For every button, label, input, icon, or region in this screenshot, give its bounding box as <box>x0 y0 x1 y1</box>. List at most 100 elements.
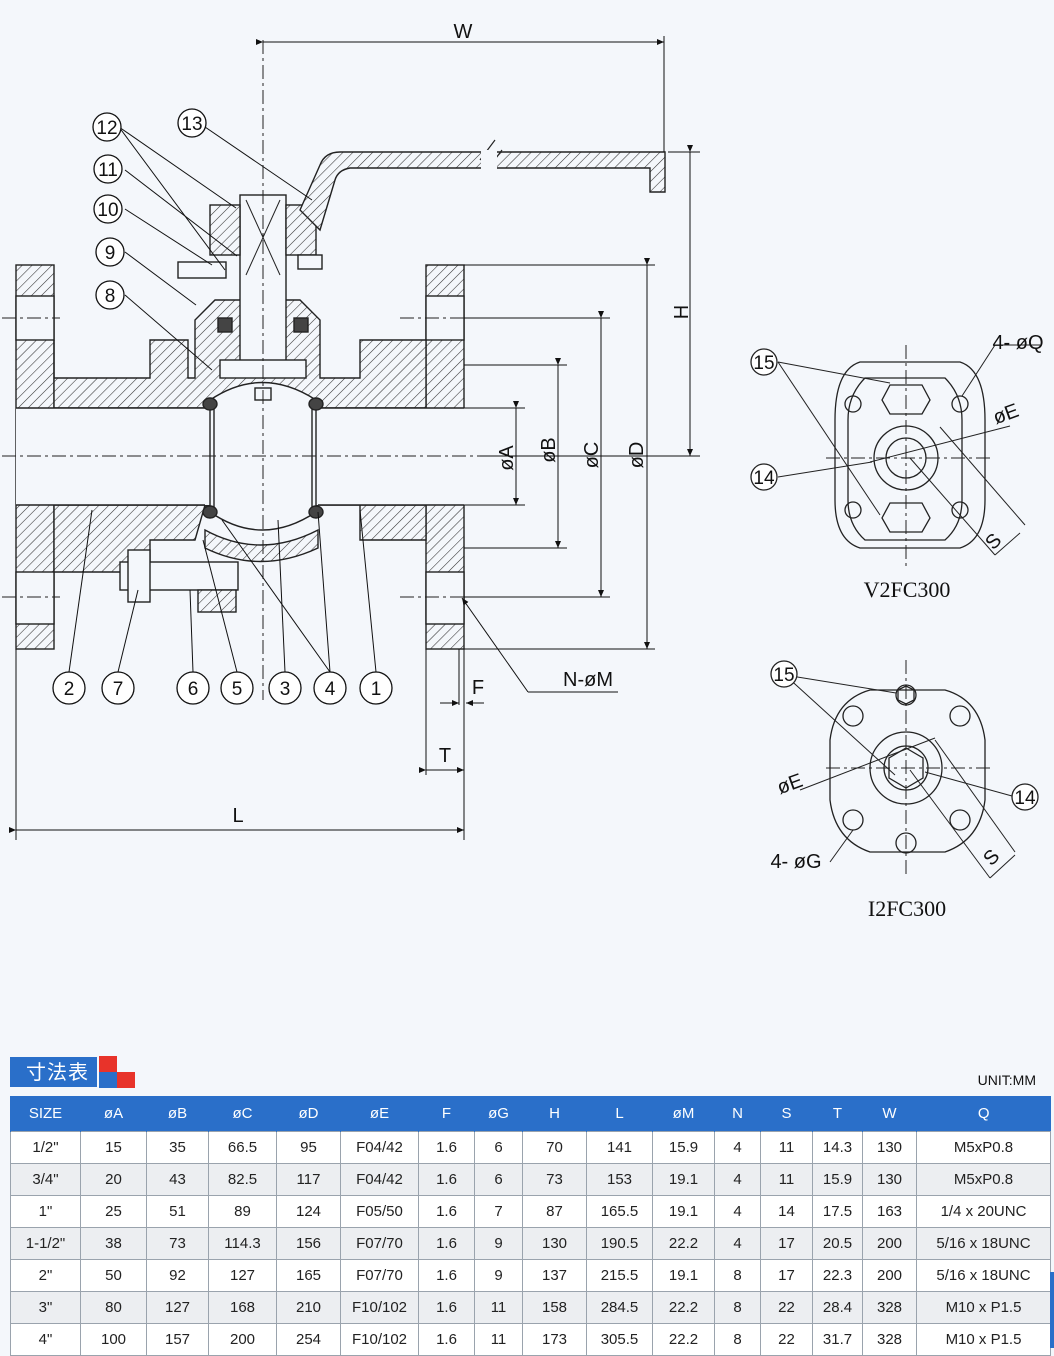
v2fc300-view: 15 14 <box>750 344 1040 570</box>
i2fc300-view: 15 14 <box>770 660 1039 879</box>
svg-text:7: 7 <box>113 679 124 700</box>
svg-text:3: 3 <box>280 679 291 700</box>
dim-f-label: F <box>472 677 484 699</box>
callout-14-i2: 14 <box>1011 783 1039 811</box>
table-cell: 1.6 <box>418 1323 475 1356</box>
svg-text:2: 2 <box>64 679 75 700</box>
column-header: Q <box>916 1096 1051 1132</box>
table-title: 寸法表 <box>10 1057 97 1087</box>
table-cell: 31.7 <box>812 1323 863 1356</box>
table-cell: 165 <box>276 1259 341 1292</box>
callout-13: 13 <box>177 108 207 138</box>
table-cell: 22.2 <box>652 1323 715 1356</box>
table-cell: 14.3 <box>812 1131 863 1164</box>
dim-c-label: øC <box>581 442 603 469</box>
callout-14-v2: 14 <box>750 463 778 491</box>
table-cell: 3" <box>10 1291 81 1324</box>
dim-e-label-v2: øE <box>990 400 1022 429</box>
table-cell: 15.9 <box>812 1163 863 1196</box>
dim-a-label: øA <box>496 445 518 471</box>
svg-text:14: 14 <box>753 468 775 489</box>
table-cell: 1.6 <box>418 1163 475 1196</box>
svg-text:6: 6 <box>188 679 199 700</box>
table-cell: 153 <box>586 1163 653 1196</box>
table-cell: 173 <box>522 1323 587 1356</box>
table-cell: 22.2 <box>652 1227 715 1260</box>
table-cell: 130 <box>522 1227 587 1260</box>
table-cell: 328 <box>862 1323 917 1356</box>
dim-w-label: W <box>454 21 473 43</box>
column-header: øG <box>474 1096 523 1132</box>
table-cell: 14 <box>760 1195 813 1228</box>
table-cell: 11 <box>760 1131 813 1164</box>
table-cell: 9 <box>474 1227 523 1260</box>
stem-packing-left <box>217 317 233 333</box>
dimension-lines <box>9 36 700 840</box>
callout-15-i2: 15 <box>770 660 798 688</box>
column-header: L <box>586 1096 653 1132</box>
seat-upper-right <box>308 397 324 411</box>
table-cell: 127 <box>208 1259 277 1292</box>
svg-text:15: 15 <box>753 353 774 374</box>
table-cell: 70 <box>522 1131 587 1164</box>
table-cell: 1.6 <box>418 1291 475 1324</box>
seat-lower-right <box>308 505 324 519</box>
svg-text:12: 12 <box>96 118 117 139</box>
table-cell: 4 <box>714 1163 761 1196</box>
table-cell: 19.1 <box>652 1163 715 1196</box>
callout-15-v2: 15 <box>750 348 778 376</box>
callout-1: 1 <box>359 671 393 705</box>
table-cell: 254 <box>276 1323 341 1356</box>
svg-text:13: 13 <box>181 114 202 135</box>
table-cell: 82.5 <box>208 1163 277 1196</box>
table-cell: 51 <box>146 1195 209 1228</box>
table-cell: 95 <box>276 1131 341 1164</box>
table-cell: 190.5 <box>586 1227 653 1260</box>
stem-packing-right <box>293 317 309 333</box>
table-cell: M10 x P1.5 <box>916 1291 1051 1324</box>
dim-nm-label: N-øM <box>563 669 613 691</box>
table-cell: 1-1/2" <box>10 1227 81 1260</box>
column-header: øM <box>652 1096 715 1132</box>
table-cell: 19.1 <box>652 1259 715 1292</box>
dim-h-label: H <box>671 305 693 319</box>
svg-text:14: 14 <box>1014 788 1036 809</box>
table-cell: 137 <box>522 1259 587 1292</box>
table-cell: 15.9 <box>652 1131 715 1164</box>
table-cell: 100 <box>80 1323 147 1356</box>
table-cell: 127 <box>146 1291 209 1324</box>
table-cell: 6 <box>474 1131 523 1164</box>
table-cell: 43 <box>146 1163 209 1196</box>
table-cell: 156 <box>276 1227 341 1260</box>
dim-s-label-v2: S <box>981 529 1006 554</box>
table-cell: F04/42 <box>340 1131 419 1164</box>
table-cell: 22 <box>760 1291 813 1324</box>
callout-2: 2 <box>52 671 86 705</box>
view-label-i2fc300: I2FC300 <box>868 896 946 921</box>
table-cell: 157 <box>146 1323 209 1356</box>
table-cell: 163 <box>862 1195 917 1228</box>
table-cell: 11 <box>474 1323 523 1356</box>
table-cell: 7 <box>474 1195 523 1228</box>
table-cell: 35 <box>146 1131 209 1164</box>
table-cell: F10/102 <box>340 1323 419 1356</box>
table-cell: 5/16 x 18UNC <box>916 1259 1051 1292</box>
table-cell: 89 <box>208 1195 277 1228</box>
column-header: øA <box>80 1096 147 1132</box>
column-header: øD <box>276 1096 341 1132</box>
table-cell: 22 <box>760 1323 813 1356</box>
table-cell: 22.3 <box>812 1259 863 1292</box>
column-header: W <box>862 1096 917 1132</box>
gland-nut <box>209 204 241 256</box>
dim-q-label: 4- øQ <box>992 332 1043 354</box>
callout-8: 8 <box>95 280 125 310</box>
callout-11: 11 <box>93 154 123 184</box>
dim-g-label: 4- øG <box>770 851 821 873</box>
table-cell: F07/70 <box>340 1227 419 1260</box>
valve-drawing: 12 13 11 10 9 8 2 7 6 5 3 4 1 W H øA øB … <box>2 21 1044 921</box>
svg-text:10: 10 <box>97 200 118 221</box>
